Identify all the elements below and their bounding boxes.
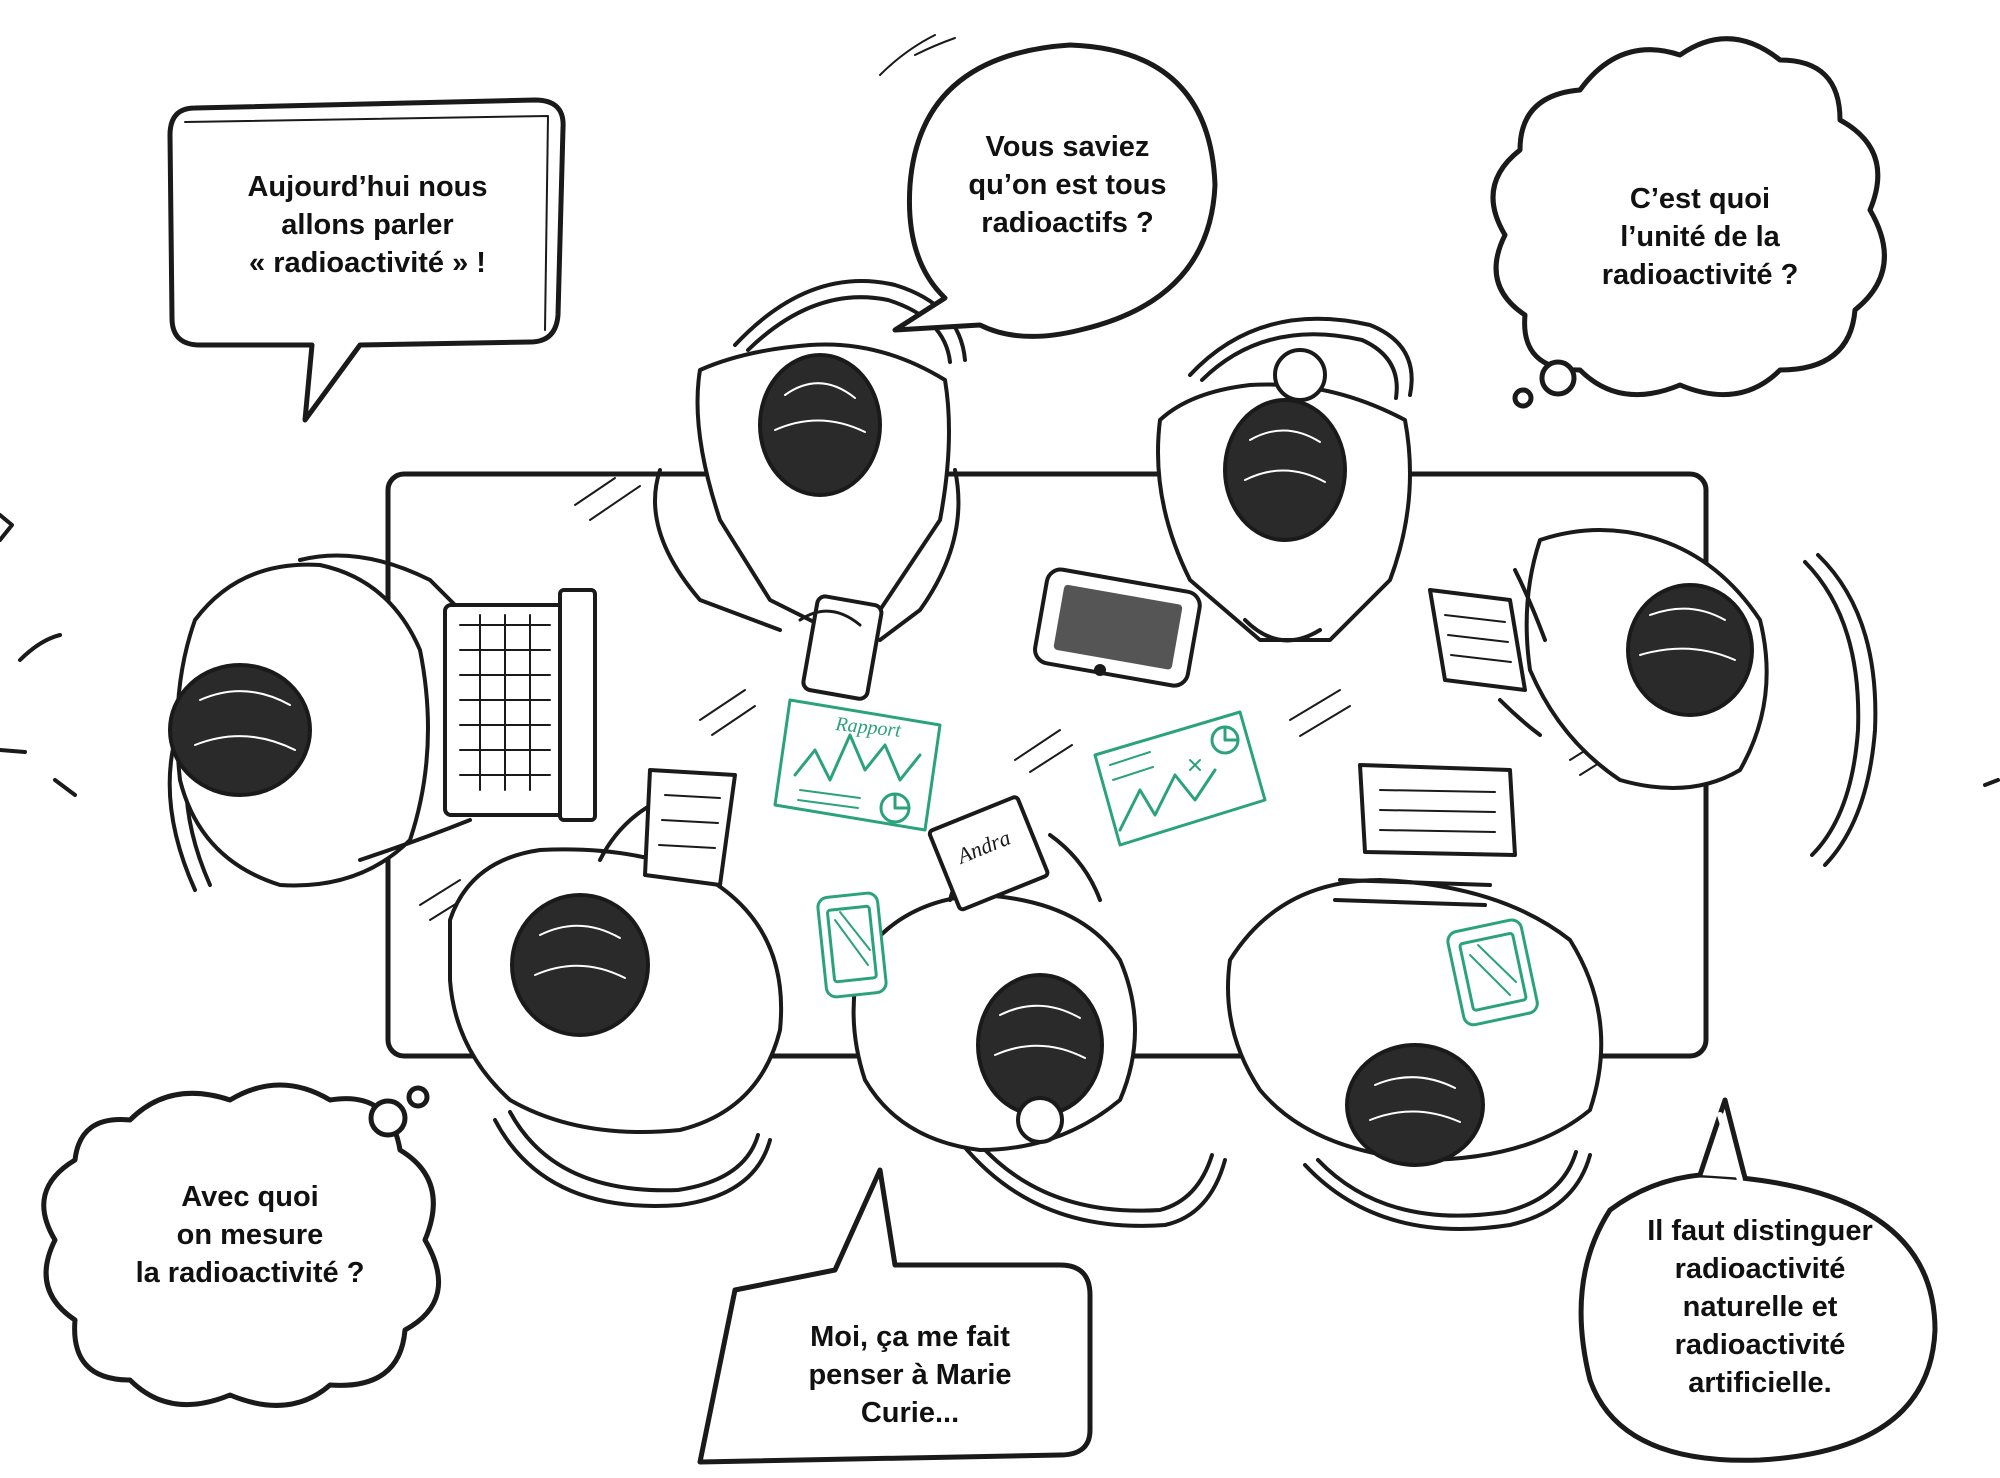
bubble-line: on mesure [176, 1219, 324, 1251]
phone-right [1446, 918, 1539, 1027]
bubble-shapes [41, 34, 1938, 1465]
bubble-text-distinguish: Il faut distinguer radioactivité naturel… [1595, 1212, 1925, 1402]
bubble-line: radioactifs ? [981, 207, 1154, 239]
chart-sheet [1093, 710, 1267, 847]
bubble-line: Curie... [860, 1397, 960, 1429]
tablet-on-table [1033, 567, 1202, 688]
bubble-line: la radioactivité ? [135, 1257, 365, 1289]
bubble-line: artificielle. [1688, 1367, 1832, 1399]
bubble-line: Vous saviez [985, 131, 1150, 163]
bubble-text-all-radioactive: Vous saviez qu’on est tous radioactifs ? [930, 128, 1205, 242]
speech-bubble-distinguish [1578, 1172, 1938, 1463]
bubble-text-today: Aujourd’hui nous allons parler « radioac… [185, 168, 550, 282]
phone-left [816, 891, 888, 999]
report-sheet: Rapport [773, 698, 942, 832]
tablet-held [801, 594, 884, 701]
person-top-center [653, 342, 961, 701]
speech-bubble-marie-curie [697, 1167, 1093, 1465]
bubble-line: radioactivité [1674, 1253, 1846, 1285]
papers-right [1428, 588, 1527, 692]
notepad [643, 768, 737, 887]
booklet: Andra [927, 795, 1050, 912]
bubble-line: radioactivité [1674, 1329, 1846, 1361]
thought-bubble-measure [41, 1082, 442, 1408]
person-bottom-left [448, 768, 784, 1134]
person-left [168, 553, 597, 888]
bubble-text-unit: C’est quoi l’unité de la radioactivité ? [1545, 180, 1855, 294]
person-bottom-right [1226, 763, 1604, 1167]
bubble-line: Moi, ça me fait [810, 1321, 1010, 1353]
bubble-line: naturelle et [1682, 1291, 1838, 1323]
thought-bubble-unit [1490, 36, 1887, 398]
hair-bun [1273, 348, 1327, 402]
person-right [1428, 528, 1769, 790]
hair-bun [1016, 1096, 1064, 1144]
bubble-line: l’unité de la [1620, 221, 1780, 253]
bubble-line: C’est quoi [1629, 183, 1771, 215]
laptop [443, 588, 597, 822]
bubble-line: Avec quoi [181, 1181, 319, 1213]
bubble-text-measure: Avec quoi on mesure la radioactivité ? [85, 1178, 415, 1292]
person-top-right [1156, 348, 1412, 643]
bubble-line: Il faut distinguer [1647, 1215, 1873, 1247]
edge-marks [0, 513, 2000, 797]
speech-bubble-today [167, 97, 566, 423]
bubble-line: penser à Marie [808, 1359, 1012, 1391]
bubble-line: Aujourd’hui nous [247, 171, 488, 203]
bubble-line: « radioactivité » ! [249, 247, 486, 279]
bubble-line: allons parler [281, 209, 454, 241]
speech-bubble-all-radioactive [892, 42, 1218, 339]
bubble-line: radioactivité ? [1601, 259, 1799, 291]
person-bottom-center: Andra [851, 795, 1137, 1152]
bubble-line: qu’on est tous [968, 169, 1167, 201]
bubble-text-marie-curie: Moi, ça me fait penser à Marie Curie... [760, 1318, 1060, 1432]
